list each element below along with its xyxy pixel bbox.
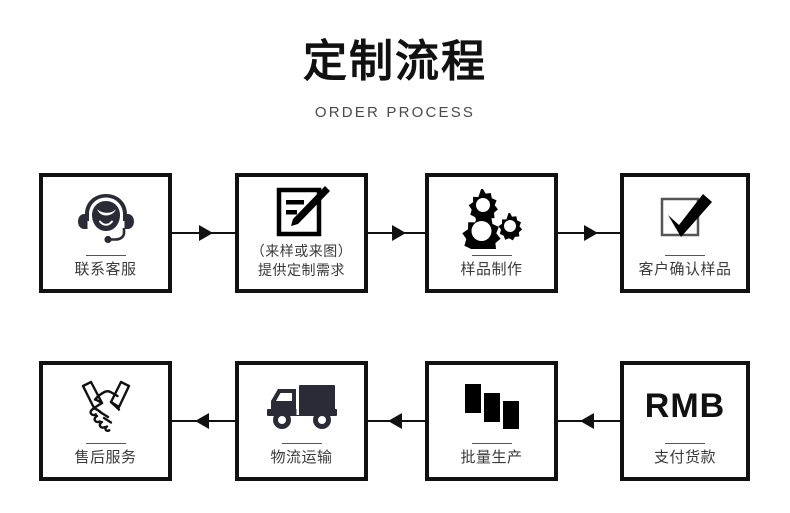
label-area: （来样或来图） 提供定制需求 <box>239 242 364 289</box>
delivery-truck-icon <box>265 379 339 433</box>
step-4-customer-confirm-sample[interactable]: 客户确认样品 <box>620 173 750 293</box>
step-label: 客户确认样品 <box>638 261 732 279</box>
arrow-head-right-icon <box>198 225 213 241</box>
process-row-2: 售后服务 <box>0 361 790 481</box>
label-area: 样品制作 <box>429 255 554 289</box>
icon-area <box>429 365 554 443</box>
arrow-head-right-icon <box>584 225 598 241</box>
diagram-header: 定制流程 ORDER PROCESS <box>0 0 790 122</box>
step-8-after-sales-service[interactable]: 售后服务 <box>39 361 172 481</box>
step-1-contact-service[interactable]: 联系客服 <box>39 173 172 293</box>
step-label: 售后服务 <box>74 449 137 467</box>
arrow-left-2 <box>368 411 425 431</box>
step-box: 客户确认样品 <box>620 173 750 293</box>
step-label: 物流运输 <box>270 449 333 467</box>
arrow-head-left-icon <box>194 413 209 429</box>
gears-icon <box>457 187 527 250</box>
icon-area <box>43 177 168 255</box>
step-label: 批量生产 <box>460 449 523 467</box>
label-divider <box>471 443 512 445</box>
label-area: 批量生产 <box>429 443 554 477</box>
step-box: 联系客服 <box>39 173 172 293</box>
step-5-payment[interactable]: RMB 支付货款 <box>620 361 750 481</box>
arrow-left-3 <box>558 411 620 431</box>
step-label: 联系客服 <box>74 261 137 279</box>
step-2-provide-requirements[interactable]: （来样或来图） 提供定制需求 <box>235 173 368 293</box>
page-subtitle: ORDER PROCESS <box>314 104 476 121</box>
label-area: 售后服务 <box>43 443 168 477</box>
checkbox-check-icon <box>656 191 714 245</box>
arrow-left-1 <box>172 411 235 431</box>
label-area: 联系客服 <box>43 255 168 289</box>
icon-area: RMB <box>624 365 746 443</box>
icon-area <box>43 365 168 443</box>
icon-area <box>624 177 746 255</box>
label-divider <box>281 443 322 445</box>
handshake-icon <box>69 378 143 434</box>
headset-support-icon <box>75 190 137 246</box>
step-label-line-2: 提供定制需求 <box>258 262 345 279</box>
icon-area <box>429 177 554 255</box>
label-divider <box>665 255 705 257</box>
step-label: 支付货款 <box>653 449 716 467</box>
step-label-line-1: （来样或来图） <box>250 243 353 260</box>
page-title: 定制流程 <box>303 37 487 86</box>
step-box: 样品制作 <box>425 173 558 293</box>
step-box: 售后服务 <box>39 361 172 481</box>
step-7-logistics-transport[interactable]: 物流运输 <box>235 361 368 481</box>
step-label: 样品制作 <box>460 261 523 279</box>
arrow-head-left-icon <box>580 413 594 429</box>
process-row-1: 联系客服 <box>0 173 790 293</box>
arrow-right-2 <box>368 223 425 243</box>
label-divider <box>85 255 126 257</box>
step-box: （来样或来图） 提供定制需求 <box>235 173 368 293</box>
arrow-head-left-icon <box>387 413 402 429</box>
production-bars-icon <box>461 380 523 432</box>
arrow-right-1 <box>172 223 235 243</box>
step-3-sample-making[interactable]: 样品制作 <box>425 173 558 293</box>
label-divider <box>471 255 512 257</box>
step-box: 物流运输 <box>235 361 368 481</box>
document-edit-icon <box>273 184 331 240</box>
step-box: RMB 支付货款 <box>620 361 750 481</box>
label-area: 支付货款 <box>624 443 746 477</box>
icon-area <box>239 365 364 443</box>
label-divider <box>665 443 705 445</box>
arrow-right-3 <box>558 223 620 243</box>
label-area: 物流运输 <box>239 443 364 477</box>
step-box: 批量生产 <box>425 361 558 481</box>
rmb-text-icon: RMB <box>644 386 726 425</box>
step-6-mass-production[interactable]: 批量生产 <box>425 361 558 481</box>
icon-area <box>239 177 364 242</box>
label-area: 客户确认样品 <box>624 255 746 289</box>
label-divider <box>85 443 126 445</box>
arrow-head-right-icon <box>391 225 406 241</box>
